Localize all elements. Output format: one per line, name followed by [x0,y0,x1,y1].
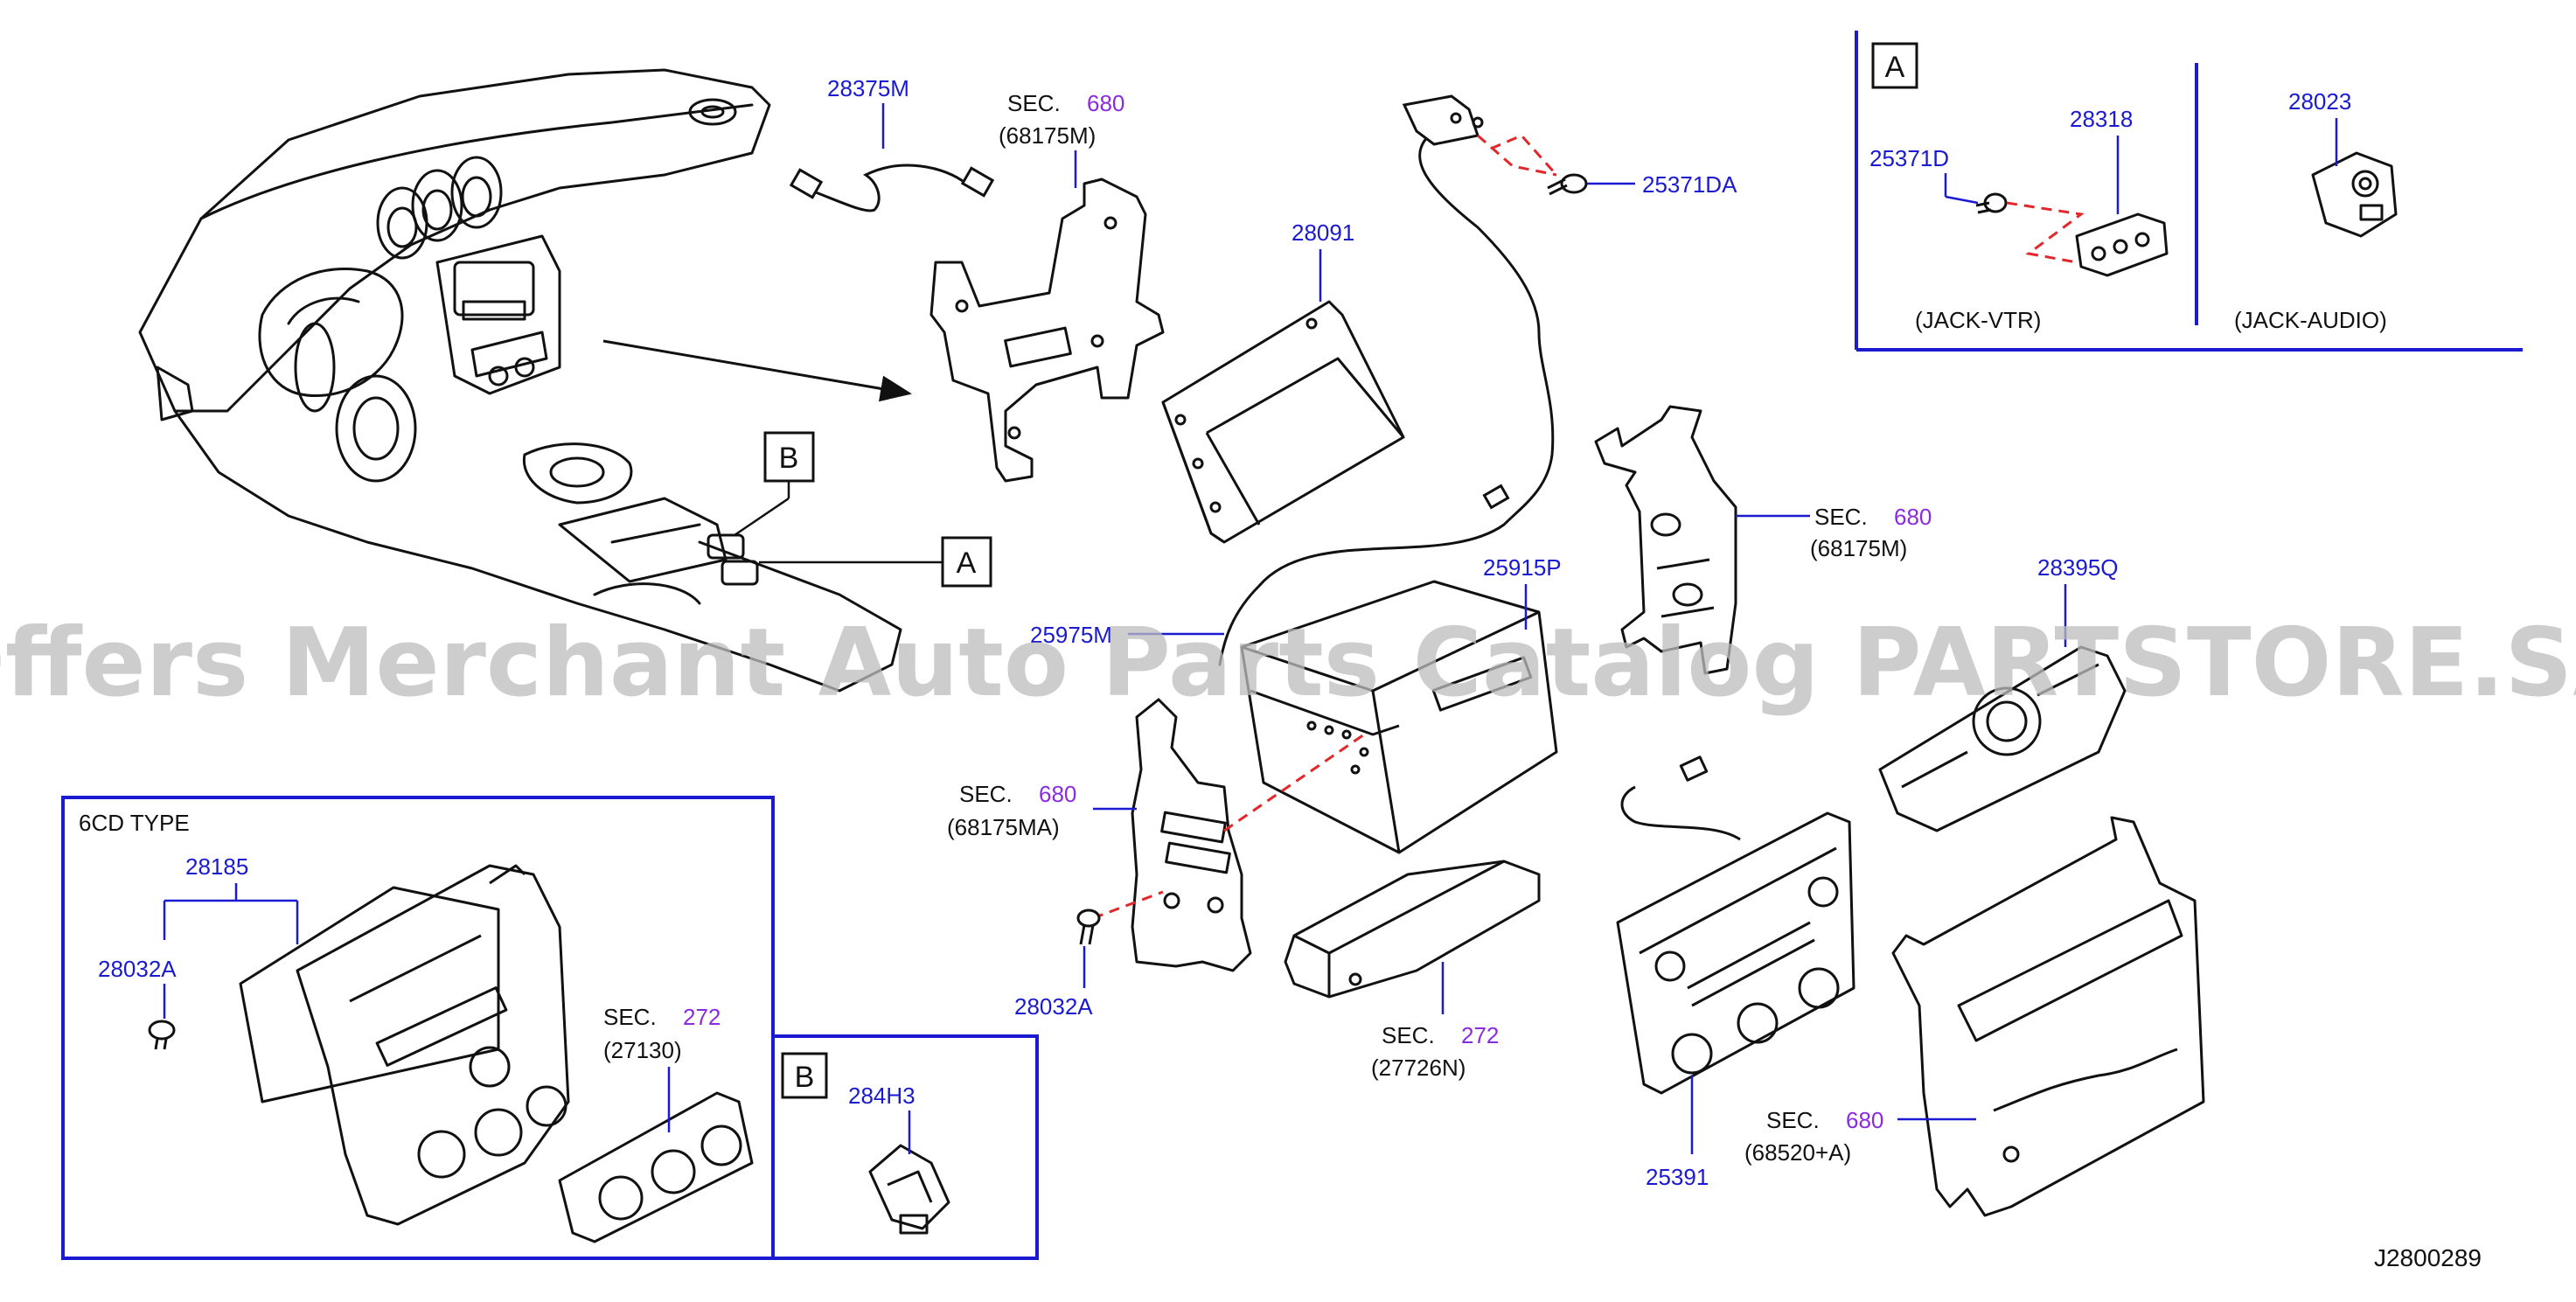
six-cd-type-label: 6CD TYPE [79,810,190,836]
bracket-mid-drawing [1131,698,1252,972]
module-27726N-drawing [1284,860,1541,999]
callout-sec-272-27726N[interactable]: SEC. 272 (27726N) [1371,962,1499,1081]
svg-text:28091: 28091 [1291,219,1354,246]
svg-text:B: B [779,442,799,475]
svg-text:SEC.: SEC. [1814,504,1868,530]
callout-28185[interactable]: 28185 [163,853,299,944]
callout-25975M[interactable]: 25975M [1030,622,1224,648]
six-cd-type-box: 6CD TYPE [61,796,775,1260]
svg-text:25915P: 25915P [1483,554,1562,581]
callout-28032A-main[interactable]: 28032A [1014,946,1093,1020]
jack-vtr-label: (JACK-VTR) [1915,307,2041,333]
part-284H3-drawing [868,1144,950,1235]
screw-28032A-box-drawing [148,1020,176,1050]
marker-a-box [1871,42,1918,89]
finisher-68520A-drawing [1891,816,2205,1217]
callout-28032A-box[interactable]: 28032A [98,956,177,1019]
detail-box-a: A [1855,31,2523,352]
detail-box-b: B [771,1034,1039,1260]
svg-text:SEC.: SEC. [959,781,1013,807]
svg-text:28318: 28318 [2070,106,2133,132]
svg-text:SEC.: SEC. [1007,90,1061,116]
marker-b-dashboard[interactable]: B [763,431,815,483]
callout-sec-680-mid[interactable]: SEC. 680 (68175MA) [947,781,1137,840]
pointer-arrow [602,339,912,402]
callout-28395Q[interactable]: 28395Q [2037,554,2119,647]
dashboard-illustration [138,68,902,693]
control-28395Q-drawing [1878,645,2127,832]
callout-25371D[interactable]: 25371D [1869,145,1979,205]
svg-text:(68175M): (68175M) [1810,535,1907,561]
svg-text:SEC.: SEC. [1766,1107,1820,1133]
callout-sec-680-right[interactable]: SEC. 680 (68175M) [1736,504,1932,561]
svg-text:(68175M): (68175M) [999,122,1096,149]
svg-text:680: 680 [1894,504,1932,530]
cable-28375M-drawing [789,164,995,212]
antenna-cable-drawing [1218,94,1555,666]
svg-text:272: 272 [683,1004,721,1030]
screw-28032A-main-drawing [1076,909,1101,945]
control-panel-25391-drawing [1616,755,1855,1095]
climate-27130-drawing [558,1091,754,1243]
marker-b-label: B [795,1061,815,1094]
cd-unit-28185-drawing [239,864,570,1226]
jack-audio-label: (JACK-AUDIO) [2234,307,2387,333]
guide-jack-vtr [2006,201,2085,264]
marker-a-label: A [1885,51,1905,84]
svg-text:SEC.: SEC. [1382,1022,1435,1048]
head-unit-25915P-drawing [1240,580,1558,854]
svg-text:A: A [957,547,977,580]
svg-text:25391: 25391 [1646,1164,1709,1190]
svg-text:25975M: 25975M [1030,622,1112,648]
callout-284H3[interactable]: 284H3 [848,1083,916,1154]
callout-sec-680-68520A[interactable]: SEC. 680 (68520+A) [1744,1107,1976,1166]
svg-text:28185: 28185 [185,853,248,880]
bracket-top-drawing [929,178,1165,483]
svg-text:(27726N): (27726N) [1371,1055,1466,1081]
callout-25371DA[interactable]: 25371DA [1587,171,1737,198]
callout-28318[interactable]: 28318 [2070,106,2133,214]
svg-text:680: 680 [1039,781,1076,807]
svg-text:680: 680 [1846,1107,1883,1133]
svg-text:28395Q: 28395Q [2037,554,2119,581]
svg-text:25371D: 25371D [1869,145,1949,171]
callout-28023[interactable]: 28023 [2288,88,2351,166]
svg-text:272: 272 [1461,1022,1499,1048]
callout-25391[interactable]: 25391 [1646,1076,1709,1190]
svg-text:SEC.: SEC. [603,1004,657,1030]
svg-text:28032A: 28032A [98,956,177,982]
svg-text:28375M: 28375M [827,75,909,101]
screw-25371DA-drawing [1547,173,1588,196]
svg-text:680: 680 [1087,90,1124,116]
jack-vtr-drawing [1975,192,2169,277]
callout-28091[interactable]: 28091 [1291,219,1354,302]
svg-text:(68520+A): (68520+A) [1744,1139,1851,1166]
guide-28032A [1092,733,1365,920]
watermark: Offers Merchant Auto Parts Catalog PARTS… [0,609,2576,718]
callout-sec-680-top[interactable]: SEC. 680 (68175M) [999,90,1124,188]
svg-text:(27130): (27130) [603,1037,682,1063]
svg-text:28023: 28023 [2288,88,2351,115]
callout-25915P[interactable]: 25915P [1483,554,1562,630]
guide-25371DA [1477,134,1558,177]
svg-text:(68175MA): (68175MA) [947,814,1060,840]
svg-text:28032A: 28032A [1014,993,1093,1020]
marker-a-dashboard[interactable]: A [941,536,992,588]
callout-28375M[interactable]: 28375M [827,75,909,149]
jack-audio-drawing [2311,151,2398,238]
callout-sec-272-27130[interactable]: SEC. 272 (27130) [603,1004,721,1132]
bracket-right-drawing [1594,405,1737,675]
svg-text:284H3: 284H3 [848,1083,916,1109]
display-28091-drawing [1161,300,1405,544]
svg-text:25371DA: 25371DA [1642,171,1737,198]
diagram-id: J2800289 [2374,1244,2482,1271]
